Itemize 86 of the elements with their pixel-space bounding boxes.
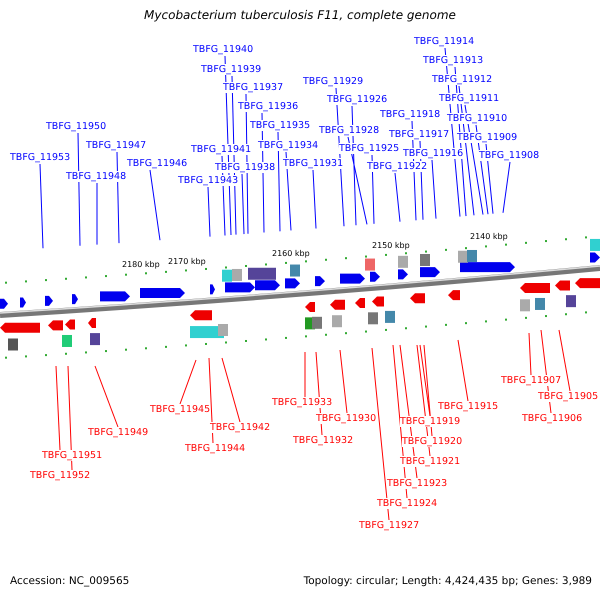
gene-label: TBFG_11908 (479, 150, 540, 161)
gene-label: TBFG_11906 (522, 413, 582, 424)
leader-line (502, 162, 510, 214)
leader-line (68, 366, 72, 470)
gene-label: TBFG_11916 (403, 148, 464, 159)
coordinate-label: 2140 kbp (470, 231, 508, 242)
gene-label: TBFG_11925 (339, 143, 400, 154)
coordinate-label: 2150 kbp (372, 240, 410, 251)
leader-line (96, 182, 98, 246)
coordinate-label: 2170 kbp (168, 256, 206, 267)
leader-line (486, 144, 494, 214)
gene-label: TBFG_11919 (400, 416, 460, 427)
gene-label: TBFG_11935 (250, 120, 310, 131)
gene-label: TBFG_11937 (223, 82, 284, 93)
gene-label: TBFG_11943 (178, 175, 238, 186)
leader-line (528, 332, 532, 376)
gene-label: TBFG_11913 (423, 55, 484, 66)
gene-label: TBFG_11939 (201, 64, 262, 75)
leader-line (286, 152, 292, 231)
gene-label: TBFG_11938 (215, 162, 276, 173)
gene-label: TBFG_11926 (327, 94, 388, 105)
gene-label: TBFG_11909 (457, 132, 518, 143)
gene-label: TBFG_11948 (66, 171, 126, 182)
gene-label: TBFG_11950 (46, 121, 106, 132)
leader-line (150, 170, 160, 241)
leader-line (424, 344, 432, 436)
coordinate-label: 2160 kbp (272, 248, 310, 259)
gene-label: TBFG_11936 (238, 101, 298, 112)
gene-label: TBFG_11932 (293, 435, 354, 446)
leader-line (180, 360, 196, 404)
leader-line (458, 340, 468, 402)
leader-line (116, 152, 120, 244)
leader-line (394, 172, 400, 222)
leader-line (348, 136, 368, 225)
gene-label: TBFG_11915 (438, 401, 498, 412)
leader-line (40, 164, 44, 249)
gene-label: TBFG_11930 (316, 413, 376, 424)
gene-label: TBFG_11933 (272, 397, 332, 408)
gene-label: TBFG_11947 (86, 140, 146, 151)
gene-label: TBFG_11951 (42, 450, 102, 461)
gene-label: TBFG_11927 (359, 520, 420, 531)
leader-line (372, 348, 390, 520)
leader-line (304, 352, 306, 398)
gene-label: TBFG_11922 (367, 161, 428, 172)
leader-line (392, 344, 408, 498)
gene-label: TBFG_11928 (319, 125, 380, 136)
gene-label: TBFG_11931 (283, 158, 344, 169)
gene-label: TBFG_11914 (414, 36, 474, 47)
gene-label: TBFG_11911 (439, 93, 500, 104)
genome-summary-text: Topology: circular; Length: 4,424,435 bp; Genes: 3,989 (304, 576, 592, 587)
leader-line (208, 358, 214, 444)
leader-line (558, 330, 570, 392)
leader-line (78, 132, 80, 246)
gene-label: TBFG_11907 (501, 375, 562, 386)
gene-label: TBFG_11923 (387, 478, 448, 489)
gene-label: TBFG_11953 (10, 152, 70, 163)
gene-label: TBFG_11942 (210, 422, 270, 433)
gene-label: TBFG_11945 (150, 404, 210, 415)
leader-line (222, 358, 240, 422)
leader-line (312, 170, 316, 229)
gene-label: TBFG_11912 (432, 74, 492, 85)
gene-label: TBFG_11917 (389, 129, 450, 140)
gene-label: TBFG_11924 (377, 498, 438, 509)
leader-line (94, 366, 118, 428)
gene-label: TBFG_11952 (30, 470, 90, 481)
leader-line (432, 160, 436, 220)
gene-label: TBFG_11910 (447, 113, 508, 124)
gene-label: TBFG_11929 (303, 76, 364, 87)
leader-line (340, 350, 348, 414)
gene-label: TBFG_11934 (258, 140, 318, 151)
accession-text: Accession: NC_009565 (10, 576, 130, 587)
gene-label: TBFG_11946 (127, 158, 188, 169)
leader-line (208, 186, 210, 238)
gene-label: TBFG_11918 (380, 109, 440, 120)
gene-label: TBFG_11941 (191, 144, 252, 155)
leader-line (56, 366, 60, 450)
gene-label: TBFG_11905 (538, 391, 598, 402)
leader-line (242, 174, 244, 235)
leader-line (420, 344, 430, 416)
leader-line (278, 132, 280, 232)
coordinate-label: 2180 kbp (122, 258, 160, 270)
gene-label: TBFG_11920 (402, 436, 462, 447)
gene-label: TBFG_11940 (193, 44, 254, 55)
gene-label: TBFG_11944 (185, 443, 246, 454)
gene-label: TBFG_11949 (88, 427, 148, 438)
gene-label: TBFG_11921 (400, 456, 460, 467)
